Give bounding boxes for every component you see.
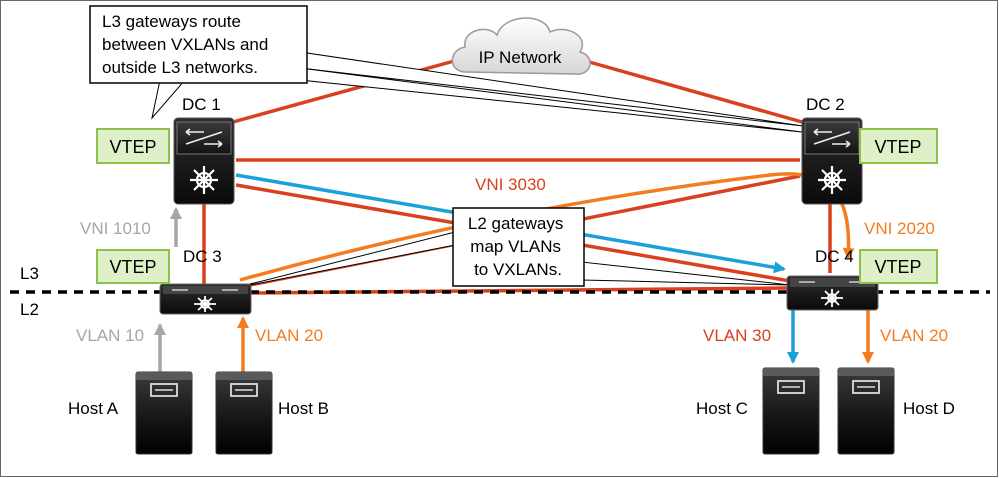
dc2-switch (801, 117, 863, 205)
layer-l3-label: L3 (20, 264, 39, 283)
dc1-switch (173, 117, 235, 205)
vlan-host-d-label: VLAN 20 (880, 326, 948, 345)
host-d-server (837, 367, 895, 455)
vtep-dc2: VTEP (859, 128, 938, 164)
vtep-dc4: VTEP (859, 249, 938, 284)
vtep-label: VTEP (109, 137, 156, 157)
fabric-asterisk-icon (818, 166, 846, 194)
fabric-asterisk-icon (190, 166, 218, 194)
vtep-dc3: VTEP (96, 249, 170, 284)
ip-network-cloud: IP Network (451, 17, 591, 75)
dc2-label: DC 2 (806, 95, 845, 114)
layer-l2-label: L2 (20, 300, 39, 319)
callout-l2-line3: to VXLANs. (474, 260, 562, 279)
callout-l3-line2: between VXLANs and (102, 35, 268, 54)
drive-bay-icon (150, 383, 178, 397)
dc4-label: DC 4 (815, 247, 854, 266)
drive-bay-icon (852, 380, 880, 394)
link-dc1-cloud (232, 56, 466, 124)
dc1-label: DC 1 (182, 95, 221, 114)
host-b-label: Host B (278, 399, 329, 418)
callout-l2-line1: L2 gateways (468, 214, 563, 233)
callout-l3-line1: L3 gateways route (102, 12, 241, 31)
vlan-host-b-label: VLAN 20 (255, 326, 323, 345)
host-b-server (215, 371, 273, 455)
link-dc3-dc4 (249, 286, 791, 295)
vtep-label: VTEP (874, 257, 921, 277)
host-d-label: Host D (903, 399, 955, 418)
vtep-label: VTEP (874, 137, 921, 157)
vlan-host-a-label: VLAN 10 (76, 326, 144, 345)
vni3030-label: VNI 3030 (475, 175, 546, 194)
vtep-dc1: VTEP (96, 128, 170, 164)
callout-l2-line2: map VLANs (470, 237, 561, 256)
host-a-label: Host A (68, 399, 119, 418)
fabric-asterisk-icon (821, 289, 843, 307)
callout-l3-gateways: L3 gateways route between VXLANs and out… (89, 5, 804, 133)
callout-l3-line3: outside L3 networks. (102, 58, 258, 77)
link-cloud-dc2 (574, 56, 803, 124)
drive-bay-icon (777, 380, 805, 394)
host-a-server (135, 371, 193, 455)
vni1010-label: VNI 1010 (80, 219, 151, 238)
callout-l2-gateways: L2 gateways map VLANs to VXLANs. (234, 207, 791, 289)
dc3-switch (159, 283, 252, 315)
drive-bay-icon (230, 383, 258, 397)
callout-l2-text: L2 gateways map VLANs to VXLANs. (468, 214, 568, 279)
vtep-label: VTEP (109, 257, 156, 277)
vni2020-label: VNI 2020 (864, 219, 935, 238)
switch-arrows-icon (813, 128, 851, 148)
dc3-label: DC 3 (183, 247, 222, 266)
host-c-label: Host C (696, 399, 748, 418)
cloud-label: IP Network (479, 48, 562, 67)
vlan-host-c-label: VLAN 30 (703, 326, 771, 345)
dc4-switch (786, 275, 879, 311)
fabric-asterisk-icon (194, 296, 216, 312)
host-c-server (762, 367, 820, 455)
switch-arrows-icon (185, 128, 223, 148)
callout-l3-text: L3 gateways route between VXLANs and out… (102, 12, 273, 77)
